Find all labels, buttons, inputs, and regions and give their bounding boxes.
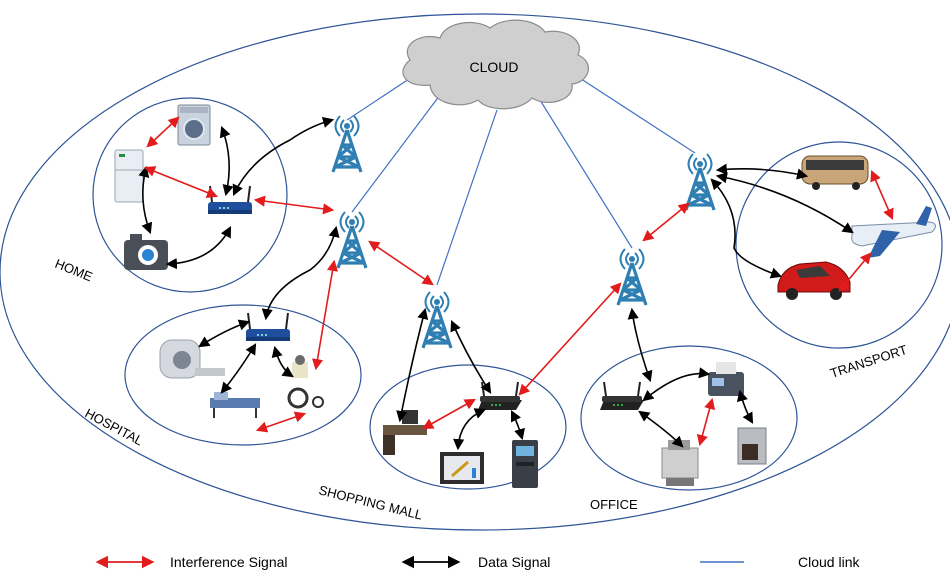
bus-icon (801, 155, 869, 190)
atm-icon (512, 440, 538, 488)
office-zone (580, 345, 798, 491)
legend: Interference Signal Data Signal Cloud li… (95, 554, 860, 570)
legend-data-label: Data Signal (478, 554, 550, 570)
mall-router-icon (477, 381, 523, 411)
wheelchair-icon (287, 355, 324, 409)
cloud-links (346, 74, 696, 286)
tower-home-icon (331, 114, 363, 174)
tower-office-icon (616, 247, 648, 307)
home-router-icon (207, 185, 253, 215)
cloud-shape: CLOUD (402, 19, 589, 110)
airplane-icon (851, 206, 936, 258)
printer-icon (661, 440, 699, 486)
office-router-icon (599, 381, 645, 411)
hospital-router-icon (245, 312, 291, 342)
shopping-mall-label: SHOPPING MALL (317, 482, 424, 522)
camera-icon (124, 234, 168, 270)
outer-boundary (0, 13, 950, 531)
washing-machine-icon (177, 104, 211, 146)
tower-hospital-icon (336, 210, 368, 270)
hospital-bed-icon (210, 392, 260, 418)
coffee-maker-icon (737, 427, 767, 465)
legend-cloud-link-label: Cloud link (798, 554, 860, 570)
legend-interference-label: Interference Signal (170, 554, 288, 570)
tower-transport-icon (684, 152, 716, 212)
car-icon (777, 261, 851, 300)
refrigerator-icon (114, 149, 144, 203)
fax-machine-icon (708, 362, 744, 396)
desk-icon (383, 410, 427, 455)
hospital-label: HOSPITAL (83, 405, 146, 448)
home-label: HOME (53, 256, 95, 285)
mri-scanner-icon (159, 339, 225, 379)
interference-signals (143, 116, 894, 447)
cloud-label: CLOUD (469, 59, 518, 75)
tower-mall-icon (421, 290, 453, 350)
hospital-zone (124, 304, 362, 446)
kiosk-icon (440, 452, 484, 484)
office-label: OFFICE (590, 497, 638, 512)
